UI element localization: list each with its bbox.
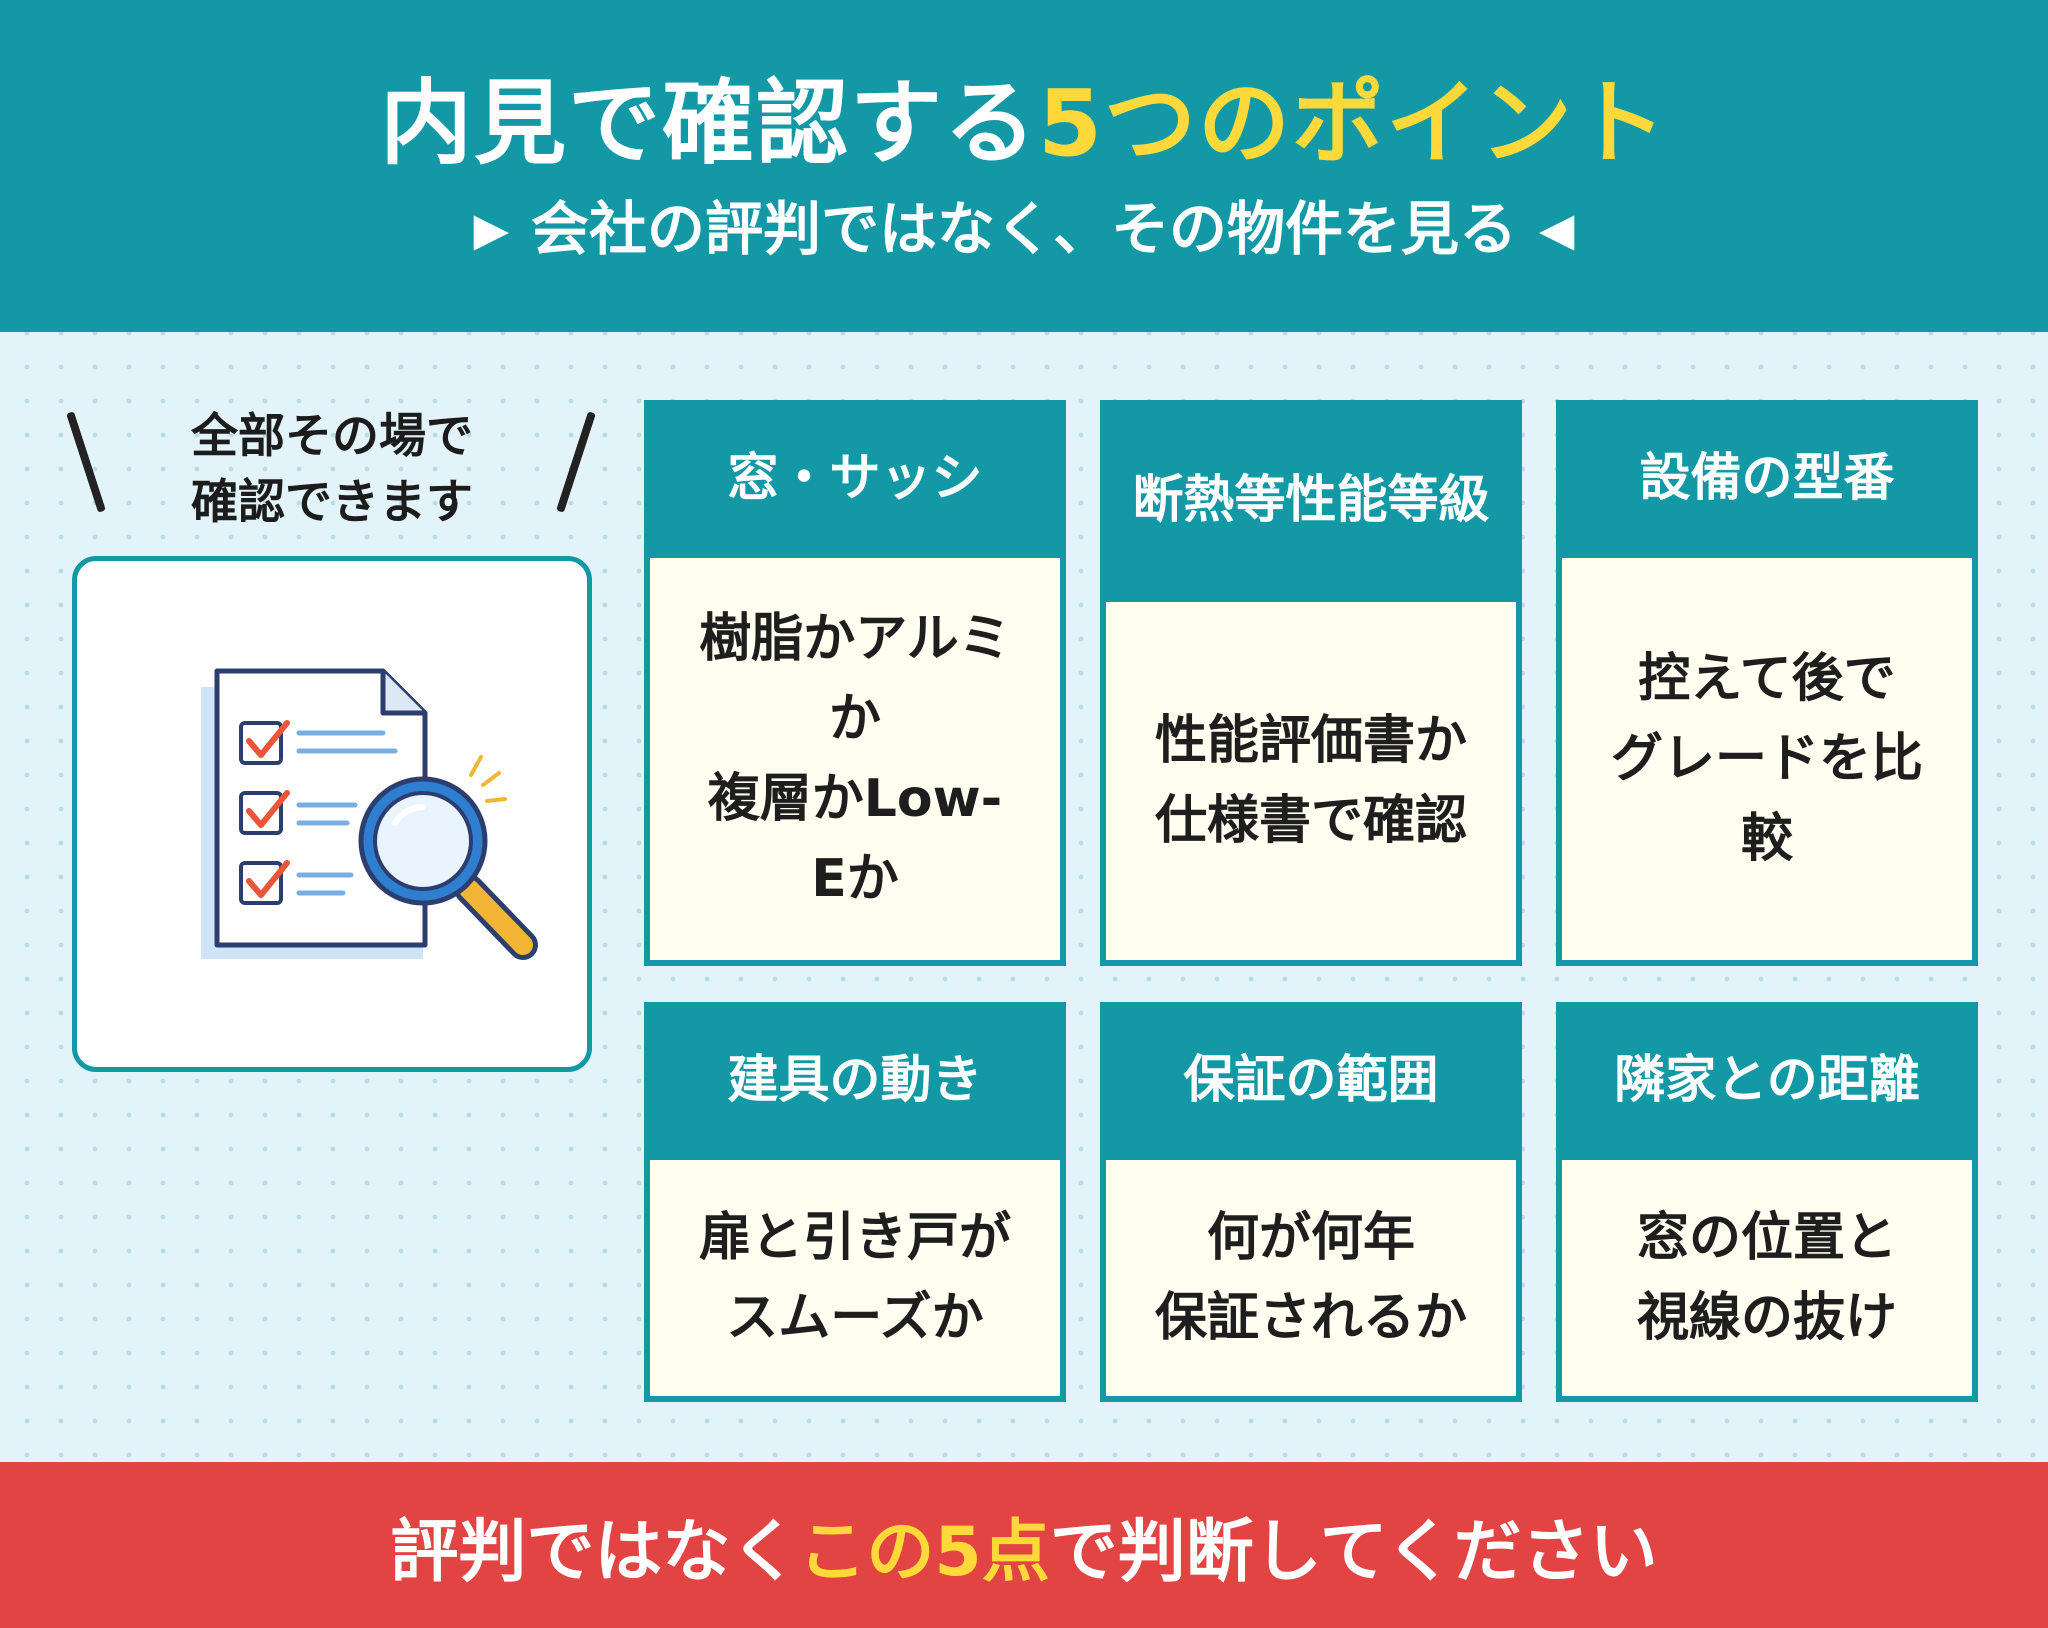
footer-text-highlight: この5点 xyxy=(798,1512,1050,1592)
emphasis-slash-left xyxy=(66,411,106,513)
emphasis-slash-right xyxy=(556,411,596,513)
card-body: 性能評価書か 仕様書で確認 xyxy=(1106,602,1516,960)
triangle-right-icon: ▶ xyxy=(473,202,509,256)
card-body: 扉と引き戸が スムーズか xyxy=(650,1160,1060,1396)
card-body-line: 複層かLow- xyxy=(707,769,1003,829)
triangle-left-icon: ◀ xyxy=(1539,202,1575,256)
card-title: 建具の動き xyxy=(727,1051,983,1110)
card-body-line: 窓の位置と xyxy=(1636,1208,1897,1268)
card-body-line: Eか xyxy=(811,849,899,909)
card-body: 樹脂かアルミ か 複層かLow- Eか xyxy=(650,558,1060,960)
callout: 全部その場で 確認できます xyxy=(52,404,612,538)
card-body-line: 何が何年 xyxy=(1206,1208,1415,1268)
card-title: 隣家との距離 xyxy=(1614,1051,1920,1110)
card-body-line: 扉と引き戸が xyxy=(698,1208,1011,1268)
title-main: 内見で確認する xyxy=(379,70,1038,177)
page-subtitle: ▶ 会社の評判ではなく、その物件を見る ◀ xyxy=(474,194,1575,264)
card-body-line: 性能評価書か xyxy=(1154,711,1467,771)
title-highlight: 5つのポイント xyxy=(1038,70,1669,177)
card-body-line: スムーズか xyxy=(726,1288,984,1348)
card-body-line: 視線の抜け xyxy=(1636,1288,1897,1348)
header-banner: 内見で確認する5つのポイント ▶ 会社の評判ではなく、その物件を見る ◀ xyxy=(0,0,2048,332)
callout-line-1: 全部その場で xyxy=(191,409,473,464)
card-body-line: 控えて後で xyxy=(1638,649,1896,709)
checklist-magnifier-icon xyxy=(201,668,538,960)
point-card-fittings: 建具の動き 扉と引き戸が スムーズか xyxy=(644,1002,1066,1402)
card-body-line: 仕様書で確認 xyxy=(1154,791,1467,851)
card-body: 控えて後で グレードを比 較 xyxy=(1562,558,1972,960)
card-title: 設備の型番 xyxy=(1639,449,1895,508)
subtitle-text: 会社の評判ではなく、その物件を見る xyxy=(530,195,1517,263)
card-title: 保証の範囲 xyxy=(1183,1051,1439,1110)
card-title: 断熱等性能等級 xyxy=(1132,471,1490,530)
point-card-neighbor-distance: 隣家との距離 窓の位置と 視線の抜け xyxy=(1556,1002,1978,1402)
card-body: 窓の位置と 視線の抜け xyxy=(1562,1160,1972,1396)
card-body-line: 保証されるか xyxy=(1154,1288,1467,1348)
point-card-warranty: 保証の範囲 何が何年 保証されるか xyxy=(1100,1002,1522,1402)
card-body-line: 較 xyxy=(1740,809,1793,869)
footer-banner: 評判ではなくこの5点で判断してください xyxy=(0,1462,2048,1628)
card-body: 何が何年 保証されるか xyxy=(1106,1160,1516,1396)
page-title: 内見で確認する5つのポイント xyxy=(380,72,1668,176)
card-title: 窓・サッシ xyxy=(727,449,983,508)
point-card-window: 窓・サッシ 樹脂かアルミ か 複層かLow- Eか xyxy=(644,400,1066,966)
callout-line-2: 確認できます xyxy=(191,475,473,530)
card-body-line: 樹脂かアルミ xyxy=(699,609,1011,669)
card-body-line: グレードを比 xyxy=(1610,729,1923,789)
footer-text-after: で判断してください xyxy=(1049,1512,1658,1592)
card-body-line: か xyxy=(828,689,881,749)
callout-text: 全部その場で 確認できます xyxy=(112,404,552,536)
point-card-insulation: 断熱等性能等級 性能評価書か 仕様書で確認 xyxy=(1100,400,1522,966)
footer-text-before: 評判ではなく xyxy=(390,1512,799,1592)
illustration-box xyxy=(72,556,592,1072)
point-card-equipment: 設備の型番 控えて後で グレードを比 較 xyxy=(1556,400,1978,966)
